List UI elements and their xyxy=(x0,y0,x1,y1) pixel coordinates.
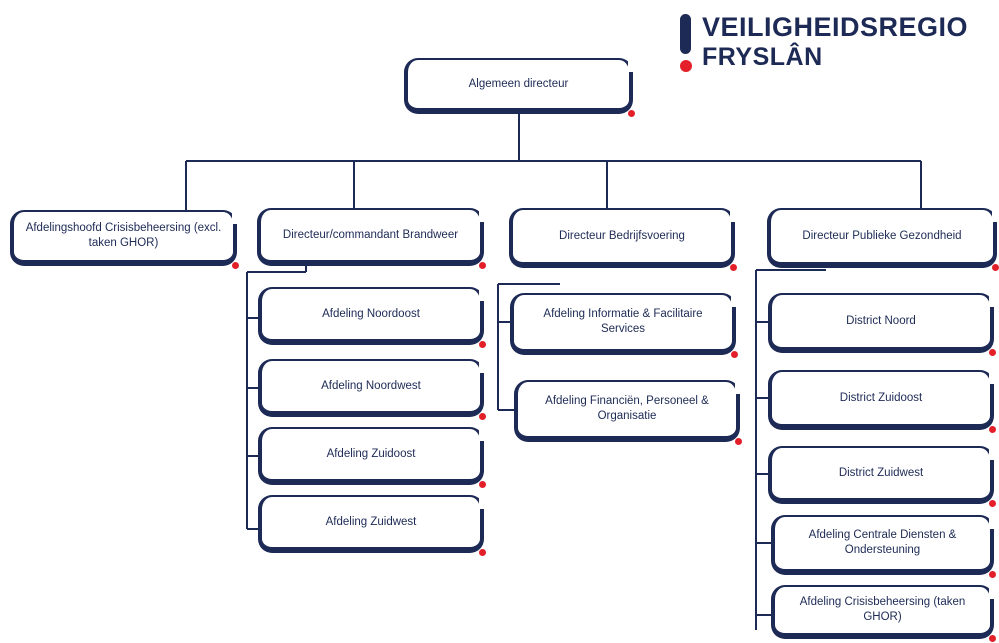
box-label: Afdeling Zuidwest xyxy=(325,515,417,528)
box-label: Afdeling Centrale Diensten & Ondersteuni… xyxy=(808,529,957,556)
box-district-zuidwest: District Zuidwest xyxy=(768,446,996,507)
box-afdeling-noordwest: Afdeling Noordwest xyxy=(258,359,486,420)
box-label: Afdelingshoofd Crisisbeheersing (excl. t… xyxy=(25,222,222,249)
logo-dot-icon xyxy=(680,60,692,72)
box-label: Directeur Bedrijfsvoering xyxy=(559,229,685,242)
logo-bar-icon xyxy=(680,14,691,54)
box-afdeling-zuidwest: Afdeling Zuidwest xyxy=(258,495,486,556)
logo-line2: FRYSLÂN xyxy=(702,43,823,71)
box-afdelingshoofd-crisisbeheersing: Afdelingshoofd Crisisbeheersing (excl. t… xyxy=(10,210,239,269)
box-directeur-publieke-gezondheid: Directeur Publieke Gezondheid xyxy=(767,208,999,271)
veiligheidsregio-fryslan-logo: VEILIGHEIDSREGIO FRYSLÂN xyxy=(680,12,980,76)
box-afdeling-informatie-facilitaire: Afdeling Informatie & Facilitaire Servic… xyxy=(510,293,738,358)
box-district-noord: District Noord xyxy=(768,293,996,356)
box-afdeling-zuidoost: Afdeling Zuidoost xyxy=(258,427,486,488)
box-label: Afdeling Financiën, Personeel & Organisa… xyxy=(545,395,709,422)
box-afdeling-financien-personeel: Afdeling Financiën, Personeel & Organisa… xyxy=(514,380,742,445)
box-afdeling-centrale-diensten: Afdeling Centrale Diensten & Ondersteuni… xyxy=(771,515,996,578)
box-directeur-bedrijfsvoering: Directeur Bedrijfsvoering xyxy=(509,208,737,271)
box-label: Algemeen directeur xyxy=(468,77,569,90)
box-label: Afdeling Crisisbeheersing (taken GHOR) xyxy=(799,596,966,623)
logo-line1: VEILIGHEIDSREGIO xyxy=(702,12,969,42)
box-label: Directeur/commandant Brandweer xyxy=(282,228,459,241)
box-label: District Zuidwest xyxy=(838,466,924,479)
box-label: Directeur Publieke Gezondheid xyxy=(802,229,962,242)
box-label: Afdeling Zuidoost xyxy=(326,447,416,460)
box-afdeling-crisisbeheersing-ghor: Afdeling Crisisbeheersing (taken GHOR) xyxy=(771,585,996,642)
box-label: District Noord xyxy=(846,314,916,327)
box-label: Afdeling Noordwest xyxy=(321,379,421,392)
box-label: Afdeling Noordoost xyxy=(322,307,420,320)
box-label: District Zuidoost xyxy=(839,391,923,404)
box-algemeen-directeur: Algemeen directeur xyxy=(404,58,635,117)
box-afdeling-noordoost: Afdeling Noordoost xyxy=(258,287,486,348)
box-directeur-brandweer: Directeur/commandant Brandweer xyxy=(257,208,486,269)
box-district-zuidoost: District Zuidoost xyxy=(768,370,996,433)
box-label: Afdeling Informatie & Facilitaire Servic… xyxy=(543,308,703,335)
